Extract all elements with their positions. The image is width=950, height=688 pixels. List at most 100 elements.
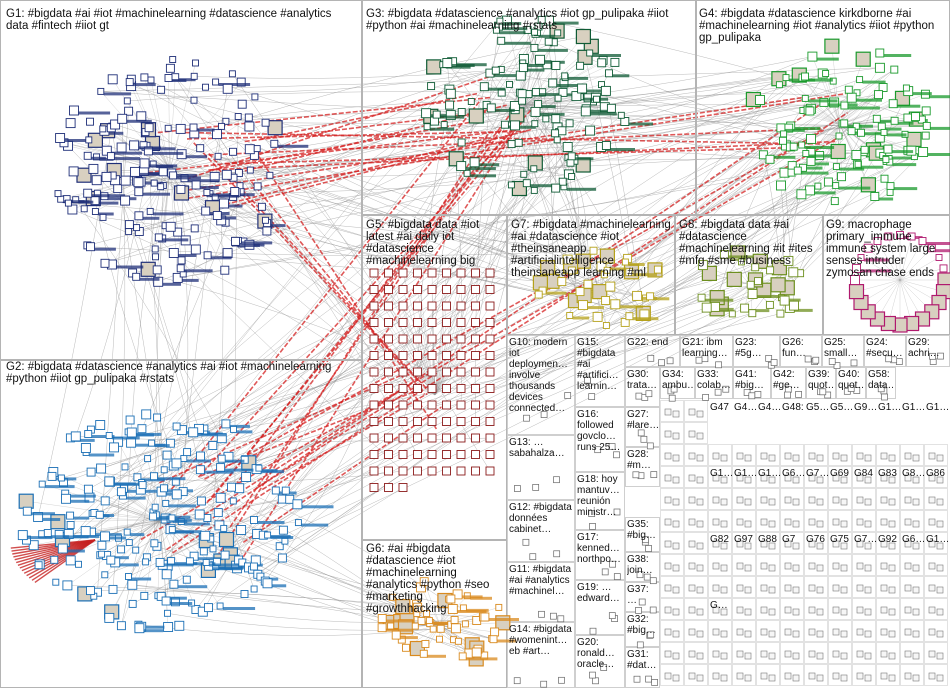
tiny-group-node: [841, 675, 847, 681]
node-g2: [106, 433, 112, 439]
tiny-group-node: [745, 565, 751, 571]
node-g4: [833, 164, 839, 170]
node-g8: [766, 301, 773, 308]
node-name-tag: [127, 497, 146, 500]
tiny-group-cell: [925, 445, 948, 466]
node-g11: [558, 616, 564, 622]
node-g2: [161, 485, 168, 492]
node-g3: [577, 62, 584, 69]
node-name-tag: [892, 150, 913, 153]
node-name-tag: [503, 22, 521, 25]
node-g2: [18, 531, 27, 540]
node-g3: [581, 107, 590, 116]
node-g1: [223, 249, 232, 258]
node-name-tag: [654, 297, 670, 300]
node-g1: [159, 168, 167, 176]
tiny-group-cell: [901, 511, 924, 532]
node-g19: [609, 613, 615, 619]
tiny-group-node: [913, 653, 919, 659]
tiny-group-cell: [829, 467, 852, 488]
tiny-group-node: [745, 499, 751, 505]
node-g1: [134, 178, 143, 187]
node-g2: [293, 500, 302, 509]
node-g35: [646, 546, 652, 552]
tiny-group-node: [865, 653, 871, 659]
node-g30: [646, 391, 652, 397]
node-name-tag: [495, 109, 515, 112]
node-name-tag: [554, 22, 579, 25]
node-g7: [567, 313, 573, 319]
node-g3: [531, 44, 538, 51]
node-g9: [928, 245, 935, 252]
node-g2: [272, 487, 279, 494]
tiny-group-node: [665, 431, 671, 437]
tiny-group-cell: [685, 643, 708, 664]
node-g3: [532, 29, 538, 35]
tiny-group-node: [809, 673, 815, 679]
tiny-group-cell: [853, 577, 876, 598]
node-g2: [84, 485, 92, 493]
node-g1: [254, 183, 261, 190]
tiny-group-node: [665, 651, 671, 657]
node-g7: [606, 282, 615, 291]
node-g3: [531, 107, 540, 116]
node-g5: [486, 401, 494, 409]
node-name-tag: [898, 122, 913, 125]
node-g2: [81, 444, 90, 453]
tiny-group-node: [665, 629, 671, 635]
node-g2: [200, 548, 207, 555]
tiny-group-node: [889, 587, 895, 593]
node-g7: [568, 267, 575, 274]
node-g30: [636, 393, 642, 399]
node-g3: [587, 50, 593, 56]
node-g4: [871, 193, 879, 201]
tiny-group-node: [737, 453, 743, 459]
tiny-group-cell: [805, 489, 828, 510]
intra-edge-g8: [702, 285, 750, 298]
node-g5: [472, 434, 480, 442]
node-g2: [51, 556, 58, 563]
tiny-group-node: [713, 541, 719, 547]
node-name-tag: [178, 585, 207, 588]
node-name-tag: [593, 54, 621, 57]
node-g1: [191, 245, 200, 254]
node-g1: [92, 176, 101, 185]
node-g6: [491, 628, 499, 636]
avatar-node-g2: [19, 494, 33, 508]
node-g5: [472, 401, 480, 409]
tiny-group-cell: [733, 533, 756, 554]
tiny-group-node: [881, 497, 887, 503]
node-g20: [601, 665, 607, 671]
node-name-tag: [74, 517, 90, 520]
node-g1: [153, 254, 159, 260]
node-g15: [589, 394, 595, 400]
tiny-group-cell: [829, 533, 852, 554]
node-g2: [81, 527, 90, 536]
tiny-group-node: [833, 453, 839, 459]
node-g5: [486, 335, 494, 343]
node-name-tag: [613, 74, 630, 77]
node-g4: [823, 71, 829, 77]
tiny-group-cell: [901, 533, 924, 554]
tiny-group-node: [713, 673, 719, 679]
tiny-group-cell: [877, 665, 900, 686]
node-g1: [263, 217, 269, 223]
node-g2: [230, 498, 236, 504]
tiny-group-cell: [901, 577, 924, 598]
node-name-tag: [861, 166, 883, 169]
node-g42: [785, 386, 791, 392]
node-g2: [96, 421, 105, 430]
tiny-group-node: [689, 453, 695, 459]
node-g8: [698, 261, 707, 270]
node-name-tag: [200, 186, 219, 189]
node-g5: [370, 418, 378, 426]
node-g5: [472, 467, 480, 475]
node-g1: [87, 118, 94, 125]
node-g2: [67, 512, 74, 519]
tiny-group-node: [857, 607, 863, 613]
node-g5: [472, 335, 480, 343]
node-g2: [214, 509, 222, 517]
node-g1: [58, 196, 64, 202]
tiny-group-cell: [877, 467, 900, 488]
tiny-group-node: [713, 651, 719, 657]
